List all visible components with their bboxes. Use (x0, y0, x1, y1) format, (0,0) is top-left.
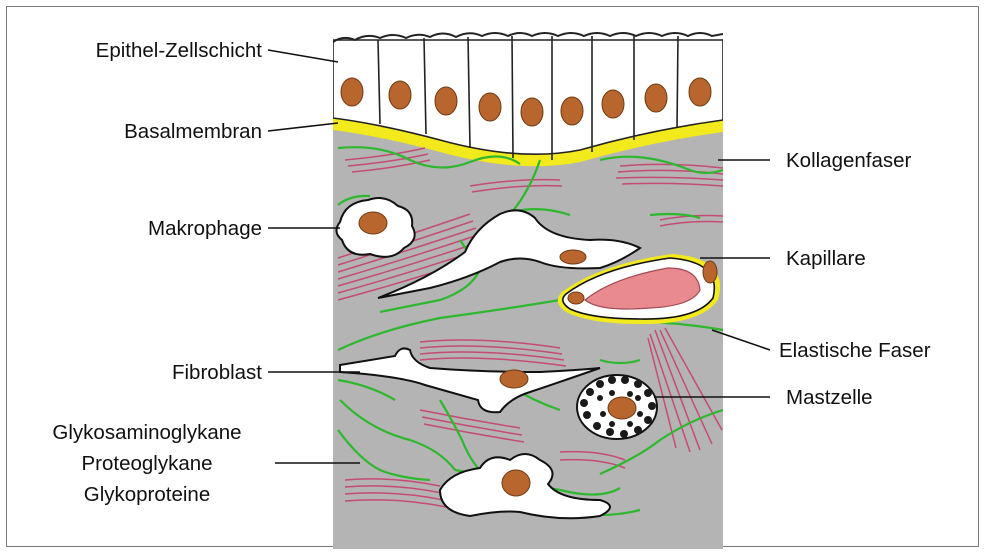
tissue-illustration (333, 33, 723, 550)
label-kollagenfaser: Kollagenfaser (786, 149, 912, 172)
label-makrophage: Makrophage (148, 217, 262, 240)
macrophage-cell (336, 198, 414, 257)
label-glykoproteine: Glykoproteine (84, 483, 210, 506)
label-proteoglykane: Proteoglykane (81, 452, 212, 475)
label-epithel: Epithel-Zellschicht (96, 39, 263, 62)
label-mastzelle: Mastzelle (786, 386, 873, 409)
mast-cell (577, 375, 657, 439)
label-elastische-faser: Elastische Faser (779, 339, 931, 362)
label-fibroblast: Fibroblast (172, 361, 262, 384)
label-glykosaminoglykane: Glykosaminoglykane (52, 421, 241, 444)
label-kapillare: Kapillare (786, 247, 866, 270)
label-basalmembran: Basalmembran (124, 120, 262, 143)
